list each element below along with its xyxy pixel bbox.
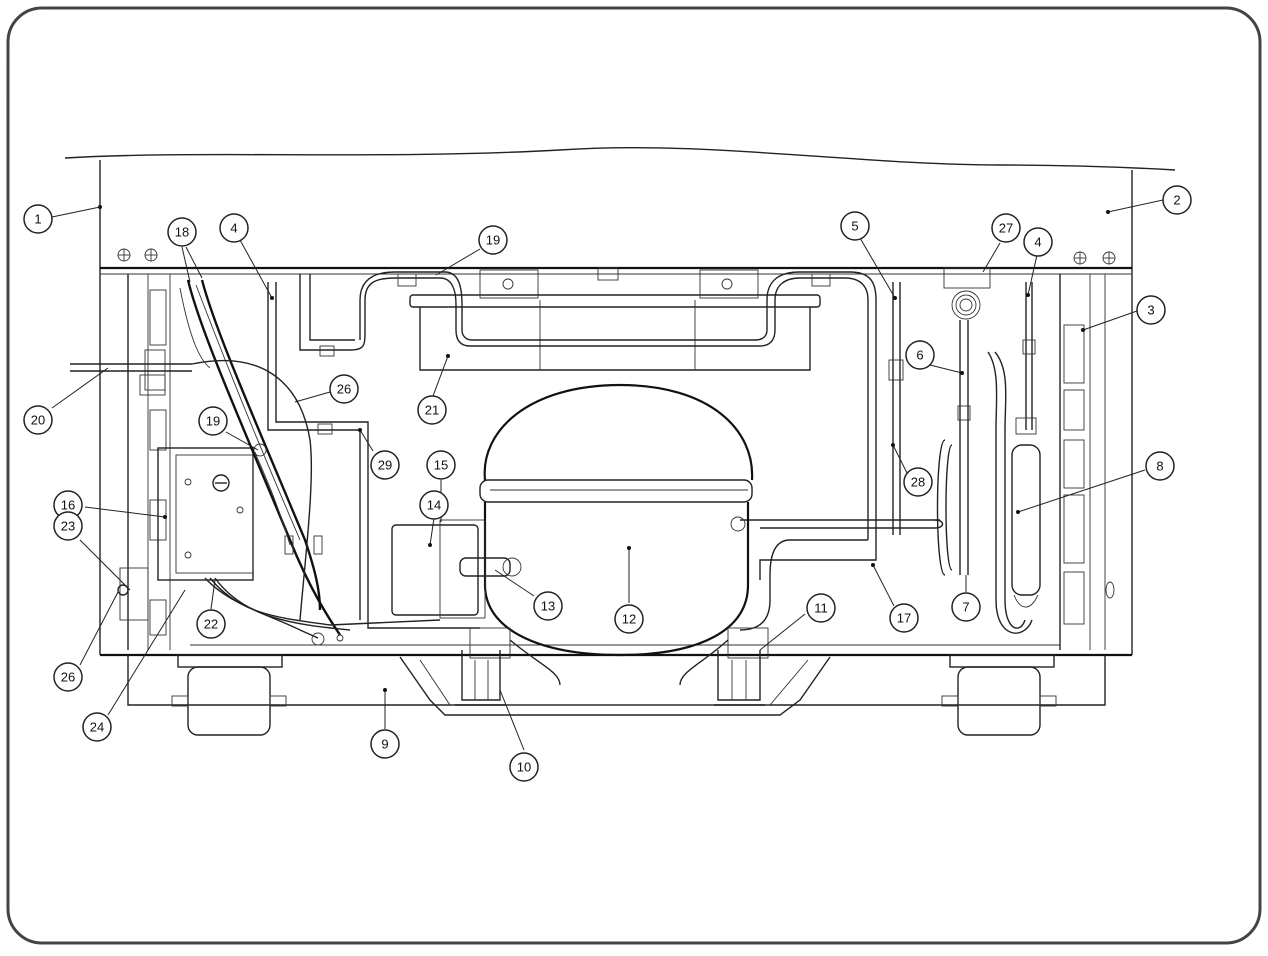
callout-9: 9 (370, 729, 400, 759)
callout-17: 17 (889, 603, 919, 633)
callout-9-label: 9 (381, 737, 388, 752)
callout-11: 11 (806, 593, 836, 623)
right-caster (941, 654, 1057, 736)
thermostat (117, 447, 254, 621)
callout-16-label: 16 (61, 498, 75, 513)
compressor (455, 383, 769, 706)
callout-3: 3 (1136, 295, 1166, 325)
capillary-assembly (936, 267, 991, 576)
callout-20-label: 20 (31, 413, 45, 428)
callout-14: 14 (419, 490, 449, 520)
callout-28-label: 28 (911, 475, 925, 490)
callout-1: 1 (23, 204, 53, 234)
callout-18: 18 (167, 217, 197, 247)
callout-19-left: 19 (198, 406, 228, 436)
callout-16: 16 (53, 490, 83, 520)
callout-2: 2 (1162, 185, 1192, 215)
leader-dots (98, 205, 1110, 692)
callout-13: 13 (533, 591, 563, 621)
callout-26-top-label: 26 (337, 382, 351, 397)
callout-5-label: 5 (851, 219, 858, 234)
callout-5: 5 (840, 211, 870, 241)
relay-box (391, 519, 522, 619)
callout-19-top-label: 19 (486, 233, 500, 248)
callout-18-label: 18 (175, 225, 189, 240)
callout-2-label: 2 (1173, 193, 1180, 208)
callout-22-label: 22 (204, 617, 218, 632)
callout-22: 22 (196, 609, 226, 639)
callout-10: 10 (509, 752, 539, 782)
callout-7: 7 (951, 592, 981, 622)
border-frame (6, 6, 1262, 945)
right-side-panel (1059, 274, 1115, 650)
filter-drier (987, 282, 1041, 634)
callout-10-label: 10 (517, 760, 531, 775)
callout-19-top: 19 (478, 225, 508, 255)
callout-20: 20 (23, 405, 53, 435)
left-caster (171, 654, 287, 736)
callout-27-label: 27 (999, 221, 1013, 236)
callout-7-label: 7 (962, 600, 969, 615)
callout-8-label: 8 (1156, 459, 1163, 474)
callout-4-right-label: 4 (1034, 235, 1041, 250)
callout-23-label: 23 (61, 519, 75, 534)
callout-28: 28 (903, 467, 933, 497)
callout-21-label: 21 (425, 403, 439, 418)
screw-icons (117, 248, 1116, 265)
callout-13-label: 13 (541, 599, 555, 614)
callout-15-label: 15 (434, 458, 448, 473)
callout-29: 29 (370, 450, 400, 480)
callout-12: 12 (614, 604, 644, 634)
callout-24-label: 24 (90, 720, 104, 735)
callout-4-left-label: 4 (230, 221, 237, 236)
refrigerant-tubing (267, 271, 944, 631)
callout-14-label: 14 (427, 498, 441, 513)
callout-3-label: 3 (1147, 303, 1154, 318)
callout-4-right: 4 (1023, 227, 1053, 257)
drip-tray (409, 267, 821, 371)
callout-8: 8 (1145, 451, 1175, 481)
callout-17-label: 17 (897, 611, 911, 626)
power-cord (70, 349, 192, 396)
callout-26-bottom: 26 (53, 662, 83, 692)
callout-15: 15 (426, 450, 456, 480)
callout-19-left-label: 19 (206, 414, 220, 429)
wire-harness (179, 279, 441, 646)
callout-24: 24 (82, 712, 112, 742)
callout-4-left: 4 (219, 213, 249, 243)
callout-6-label: 6 (916, 348, 923, 363)
callout-26-bottom-label: 26 (61, 670, 75, 685)
callout-21: 21 (417, 395, 447, 425)
callout-26-top: 26 (329, 374, 359, 404)
callout-11-label: 11 (814, 601, 828, 616)
callout-1-label: 1 (34, 212, 41, 227)
callout-27: 27 (991, 213, 1021, 243)
callout-6: 6 (905, 340, 935, 370)
callout-12-label: 12 (622, 612, 636, 627)
callout-29-label: 29 (378, 458, 392, 473)
callout-23: 23 (53, 511, 83, 541)
